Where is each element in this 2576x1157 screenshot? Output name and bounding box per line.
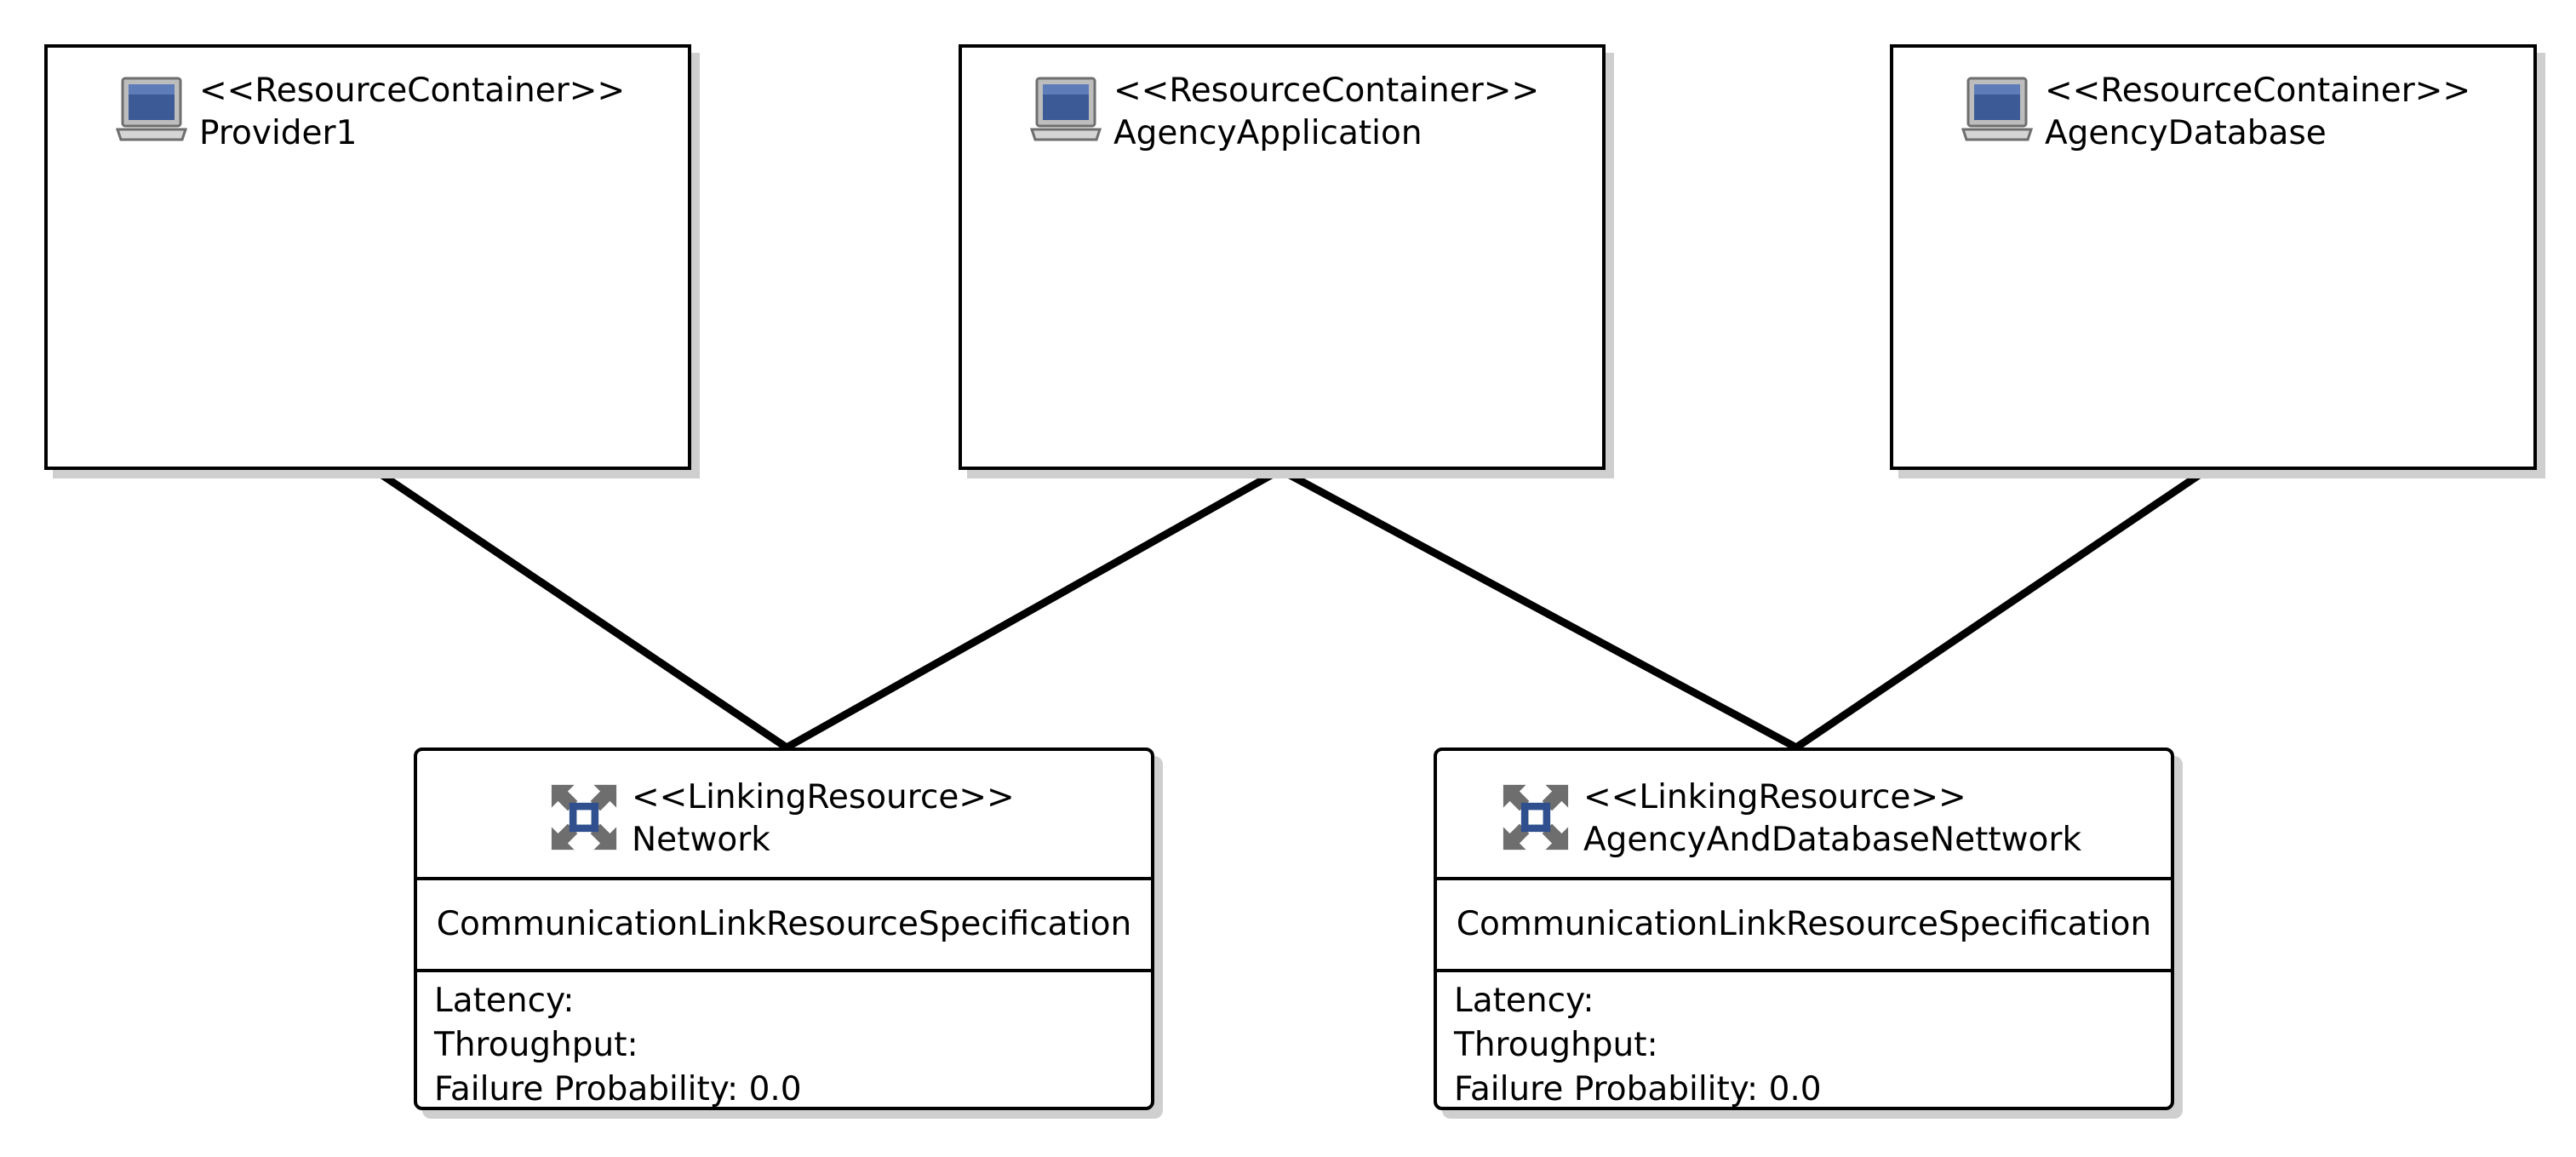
linking-resource-name: AgencyAndDatabaseNettwork (1583, 821, 2082, 859)
linking-resource-header: <<LinkingResource>> AgencyAndDatabaseNet… (1437, 751, 2171, 880)
properties-compartment: Latency: Throughput: Failure Probability… (417, 972, 1151, 1108)
failure-probability-label: Failure Probability: (1454, 1070, 1759, 1108)
failure-probability-property[interactable]: Failure Probability: 0.0 (1454, 1068, 2171, 1108)
failure-probability-property[interactable]: Failure Probability: 0.0 (434, 1068, 1151, 1108)
computer-icon (1961, 77, 2033, 141)
resource-container-agencydatabase[interactable]: <<ResourceContainer>> AgencyDatabase (1890, 44, 2537, 470)
resource-container-header: <<ResourceContainer>> Provider1 (116, 70, 625, 155)
linking-resource-icon (551, 784, 617, 851)
specification-label: CommunicationLinkResourceSpecification (1456, 905, 2152, 943)
resource-container-header: <<ResourceContainer>> AgencyDatabase (1961, 70, 2470, 155)
failure-probability-value: 0.0 (1768, 1070, 1822, 1108)
latency-label: Latency: (434, 982, 575, 1020)
computer-icon (116, 77, 187, 141)
failure-probability-label: Failure Probability: (434, 1070, 739, 1108)
latency-property[interactable]: Latency: (1454, 979, 2171, 1023)
computer-icon (1030, 77, 1102, 141)
connection-agencyapplication-network[interactable] (784, 467, 1283, 751)
linking-resource-stereotype: <<LinkingResource>> (632, 778, 1015, 816)
linking-resource-name: Network (632, 821, 770, 859)
container-name: AgencyDatabase (2045, 114, 2327, 152)
container-name: Provider1 (199, 114, 358, 152)
linking-resource-icon (1503, 784, 1569, 851)
linking-resource-stereotype: <<LinkingResource>> (1583, 778, 1966, 816)
resource-container-header: <<ResourceContainer>> AgencyApplication (1030, 70, 1539, 155)
specification-label: CommunicationLinkResourceSpecification (436, 905, 1132, 943)
specification-compartment: CommunicationLinkResourceSpecification (1437, 880, 2171, 972)
resource-container-provider1[interactable]: <<ResourceContainer>> Provider1 (44, 44, 691, 470)
specification-compartment: CommunicationLinkResourceSpecification (417, 880, 1151, 972)
connection-agencyapplication-agencyanddatabasenettwork[interactable] (1278, 467, 1799, 751)
container-stereotype: <<ResourceContainer>> (1113, 72, 1540, 110)
throughput-label: Throughput: (1454, 1026, 1658, 1064)
properties-compartment: Latency: Throughput: Failure Probability… (1437, 972, 2171, 1108)
failure-probability-value: 0.0 (748, 1070, 802, 1108)
linking-resource-network[interactable]: <<LinkingResource>> Network Communicatio… (414, 747, 1154, 1110)
connection-agencydatabase-agencyanddatabasenettwork[interactable] (1794, 467, 2209, 751)
latency-label: Latency: (1454, 982, 1594, 1020)
throughput-property[interactable]: Throughput: (1454, 1023, 2171, 1068)
latency-property[interactable]: Latency: (434, 979, 1151, 1023)
throughput-label: Throughput: (434, 1026, 638, 1064)
throughput-property[interactable]: Throughput: (434, 1023, 1151, 1068)
container-stereotype: <<ResourceContainer>> (2045, 72, 2471, 110)
linking-resource-header: <<LinkingResource>> Network (417, 751, 1151, 880)
linking-resource-agencyanddatabasenettwork[interactable]: <<LinkingResource>> AgencyAndDatabaseNet… (1434, 747, 2174, 1110)
container-stereotype: <<ResourceContainer>> (199, 72, 626, 110)
connection-provider1-network[interactable] (372, 467, 789, 751)
resource-container-agencyapplication[interactable]: <<ResourceContainer>> AgencyApplication (959, 44, 1606, 470)
container-name: AgencyApplication (1113, 114, 1423, 152)
